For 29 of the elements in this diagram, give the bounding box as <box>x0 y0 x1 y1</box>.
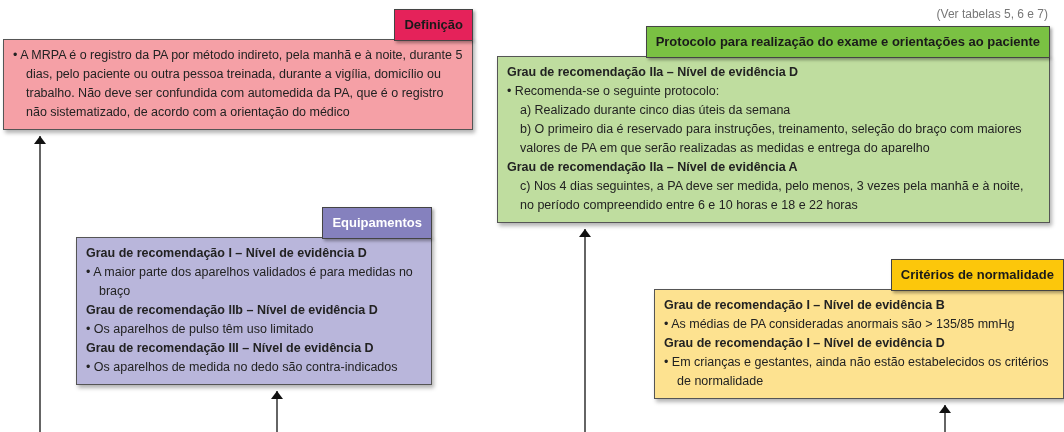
table-reference-note: (Ver tabelas 5, 6 e 7) <box>936 6 1048 23</box>
recommendation-heading: Grau de recomendação III – Nível de evidência D <box>86 339 375 357</box>
recommendation-heading: Grau de recomendação IIb – Nível de evidência D <box>86 301 379 319</box>
info-panel <box>76 207 432 385</box>
list-item: a) Realizado durante cinco dias úteis da semana <box>519 101 792 119</box>
bullet-text: • A MRPA é o registro da PA por método indireto, pela manhã e à noite, durante 5 dias, pelo paciente ou outra pessoa treinada, durante a vigília, domicílio ou trabalho. Não deve ser confundida com automedida da PA, que é o registro não sistematizado, de acordo com a orientação do médico <box>13 46 463 121</box>
list-item: b) O primeiro dia é reservado para instruções, treinamento, seleção do braço com maiores valores de PA em que serão realizadas as medidas e entrega do aparelho <box>519 120 1023 157</box>
list-item: c) Nos 4 dias seguintes, a PA deve ser medida, pelo menos, 3 vezes pela manhã e à noite, no período compreendido entre 6 e 10 horas e 18 e 22 horas <box>519 177 1025 214</box>
bullet-text: • Em crianças e gestantes, ainda não estão estabelecidos os critérios de normalidade <box>664 353 1050 390</box>
recommendation-heading: Grau de recomendação IIa – Nível de evidência A <box>507 158 799 176</box>
panel-title-tab: Critérios de normalidade <box>890 259 1064 291</box>
panel-title-tab: Protocolo para realização do exame e orientações ao paciente <box>645 26 1050 58</box>
info-panel <box>654 259 1064 399</box>
info-panel <box>3 9 473 130</box>
recommendation-heading: Grau de recomendação I – Nível de evidência D <box>664 334 946 352</box>
bullet-text: • Os aparelhos de medida no dedo são contra-indicados <box>86 358 399 376</box>
arrow <box>271 390 283 432</box>
bullet-text: • A maior parte dos aparelhos validados é para medidas no braço <box>86 263 414 300</box>
panel-title-tab: Definição <box>394 9 473 41</box>
arrow <box>939 404 951 432</box>
arrow <box>34 135 46 432</box>
arrow <box>579 228 591 432</box>
recommendation-heading: Grau de recomendação IIa – Nível de evidência D <box>507 63 800 81</box>
panel-title-tab: Equipamentos <box>322 207 432 239</box>
bullet-text: • As médias de PA consideradas anormais são > 135/85 mmHg <box>664 315 1016 333</box>
bullet-text: • Os aparelhos de pulso têm uso limitado <box>86 320 315 338</box>
recommendation-heading: Grau de recomendação I – Nível de evidência D <box>86 244 368 262</box>
recommendation-heading: Grau de recomendação I – Nível de evidência B <box>664 296 946 314</box>
bullet-text: • Recomenda-se o seguinte protocolo: <box>507 82 721 100</box>
